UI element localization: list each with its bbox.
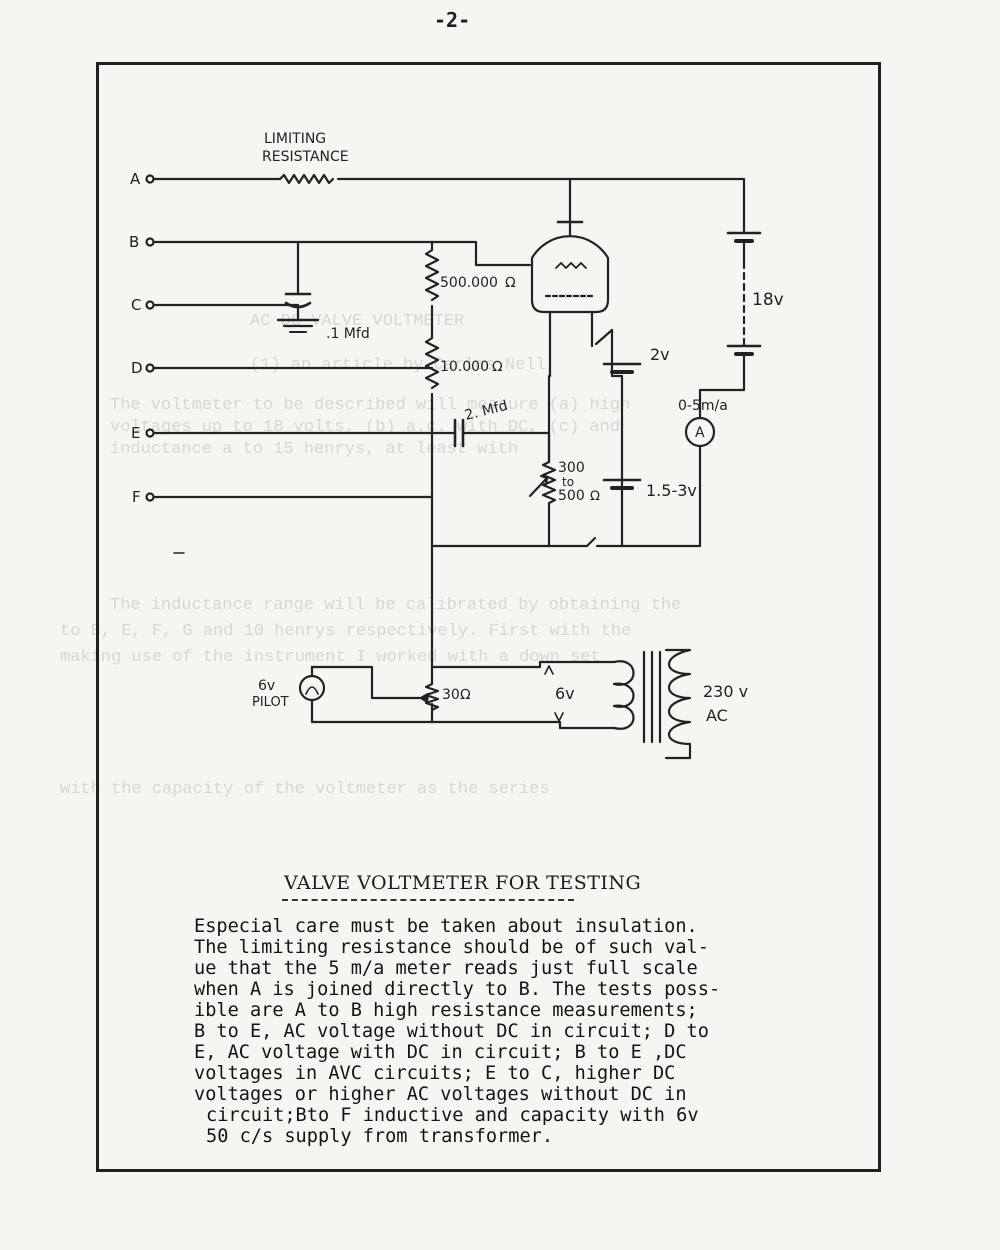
pilot-lamp: [298, 674, 326, 702]
terminal-c-label: C: [131, 296, 141, 314]
return-wire: [430, 444, 702, 548]
terminal-a-label: A: [130, 170, 141, 188]
milliammeter: [684, 416, 716, 448]
caption-line: voltages or higher AC voltages without D…: [194, 1084, 687, 1105]
ohm-symbol: Ω: [492, 359, 503, 375]
pilot-label: PILOT: [252, 695, 289, 710]
terminal-a: [145, 174, 155, 184]
caption-line: B to E, AC voltage without DC in circuit…: [194, 1021, 709, 1042]
b-line-wire: [152, 240, 532, 296]
meter-label: 0-5m/a: [678, 398, 728, 414]
caption-line: ible are A to B high resistance measurem…: [194, 1000, 698, 1021]
capacitor-1mfd-label: .1 Mfd: [326, 326, 370, 342]
pot-wiper: [528, 476, 549, 498]
bleed-line: The voltmeter to be described will measu…: [110, 396, 631, 415]
terminal-e-label: E: [131, 424, 140, 442]
page-number: -2-: [434, 8, 471, 32]
ohm-symbol: Ω: [460, 687, 471, 703]
bleed-line: The inductance range will be calibrated …: [110, 596, 682, 615]
terminal-d: [145, 363, 155, 373]
meter-symbol: A: [695, 425, 705, 441]
bleed-line: (1) an article by Carlos Nell,: [250, 356, 557, 375]
bleed-line: with the capacity of the voltmeter as th…: [60, 780, 550, 799]
caption-line: Especial care must be taken about insula…: [194, 916, 698, 937]
pilot-lamp-filament: [305, 686, 319, 695]
caption-line: 50 c/s supply from transformer.: [206, 1126, 554, 1147]
terminal-e: [145, 428, 155, 438]
caption-line: when A is joined directly to B. The test…: [194, 979, 721, 1000]
pot-label-bot: 500: [558, 488, 585, 504]
bleed-line: making use of the instrument I worked wi…: [60, 648, 601, 667]
pot-label-top: 300: [558, 460, 585, 476]
e-line-wire: [152, 418, 551, 464]
resistor-500k: [424, 248, 440, 302]
transformer: [612, 648, 692, 760]
limiting-label-line2: RESISTANCE: [262, 149, 349, 165]
transformer-secondary-label: 6v: [555, 684, 575, 703]
terminal-b: [145, 237, 155, 247]
grid-circuit-wire: [547, 328, 642, 548]
limiting-label-line1: LIMITING: [264, 131, 326, 147]
ohm-symbol: Ω: [505, 275, 516, 291]
battery-2v-label: 2v: [650, 345, 670, 364]
caption-line: E, AC voltage with DC in circuit; B to E…: [194, 1042, 687, 1063]
terminal-f-label: F: [132, 488, 141, 506]
figure-frame: [96, 62, 881, 1172]
potentiometer-300-500: [541, 460, 557, 548]
resistor-500k-label: 500.000: [440, 275, 498, 291]
terminal-d-label: D: [131, 359, 143, 377]
battery-1-5-3v: [602, 478, 642, 490]
a-line-wire: [152, 173, 746, 235]
terminals: [145, 174, 155, 502]
mains-label-voltage: 230 v: [703, 682, 748, 701]
valve-tube: [530, 220, 610, 332]
bleed-line: inductance a to 15 henrys, at least with: [110, 440, 519, 459]
caption-line: voltages in AVC circuits; E to C, higher…: [194, 1063, 676, 1084]
resistor-30-label: 30: [442, 687, 460, 703]
capacitor-2mfd-label: 2. Mfd: [463, 398, 509, 424]
terminal-b-label: B: [129, 233, 139, 251]
terminal-f: [145, 492, 155, 502]
caption-line: The limiting resistance should be of suc…: [194, 937, 709, 958]
mains-label-ac: AC: [706, 706, 728, 725]
c-line-wire: [152, 292, 320, 333]
pilot-label-6v: 6v: [258, 678, 275, 694]
terminal-c: [145, 300, 155, 310]
resistor-10k-label: 10.000: [440, 359, 489, 375]
title-underline: [282, 899, 574, 901]
battery-18v: [698, 231, 762, 420]
battery-18v-label: 18v: [752, 290, 784, 310]
pilot-circuit-wire: [310, 660, 616, 730]
figure-title: VALVE VOLTMETER FOR TESTING: [284, 872, 642, 894]
resistor-10k: [424, 336, 440, 390]
caption-line: ue that the 5 m/a meter reads just full …: [194, 958, 698, 979]
battery-bias-label: 1.5-3v: [646, 481, 697, 500]
caption-line: circuit;Bto F inductive and capacity wit…: [206, 1105, 699, 1126]
pot-label-mid: to: [562, 475, 574, 489]
pot-wiper-arrow: [539, 474, 549, 486]
bleed-line: to B, E, F, G and 10 henrys respectively…: [60, 622, 632, 641]
ohm-symbol: Ω: [590, 489, 600, 504]
